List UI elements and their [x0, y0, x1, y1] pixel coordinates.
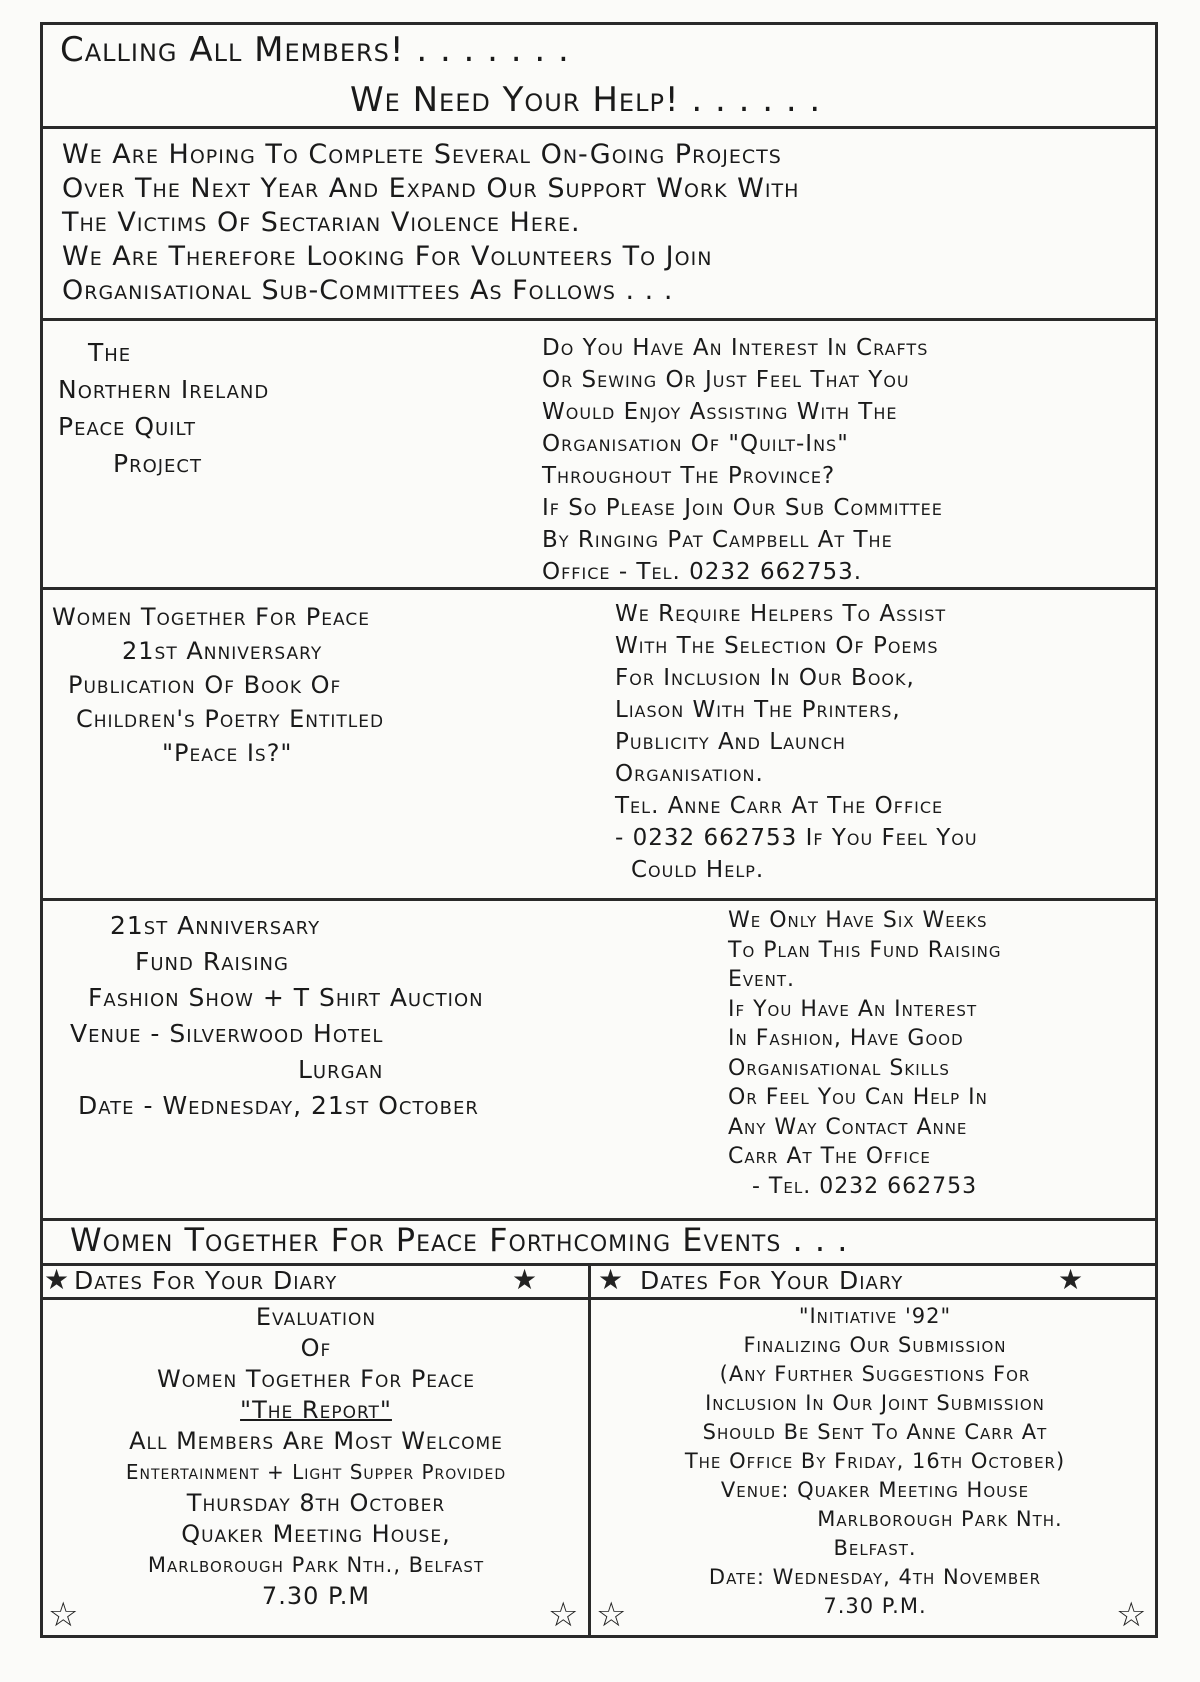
divider: [40, 1218, 1158, 1221]
star-icon: ★: [598, 1263, 624, 1296]
fashion-body-line: To Plan This Fund Raising: [728, 937, 1002, 963]
poetry-title-line: Women Together For Peace: [52, 603, 370, 631]
poetry-body-line: For Inclusion In Our Book,: [615, 665, 915, 691]
poetry-title-line: 21st Anniversary: [122, 637, 323, 665]
star-icon: ★: [1058, 1263, 1084, 1296]
poetry-body-line: Publicity And Launch: [615, 729, 846, 755]
poetry-body-line: Liason With The Printers,: [615, 697, 901, 723]
intro-line: The Victims Of Sectarian Violence Here.: [62, 207, 581, 238]
fashion-title-line: Fund Raising: [135, 947, 289, 976]
event-line: Venue: Quaker Meeting House: [720, 1478, 1030, 1502]
poetry-body-line: Organisation.: [615, 761, 764, 787]
column-divider: [588, 1263, 591, 1638]
quilt-body-line: If So Please Join Our Sub Committee: [542, 495, 943, 521]
quilt-body-line: Do You Have An Interest In Crafts: [542, 335, 929, 361]
fashion-body-line: - Tel. 0232 662753: [752, 1173, 978, 1199]
star-icon: ☆: [596, 1595, 627, 1635]
star-icon: ☆: [548, 1595, 579, 1635]
quilt-body: Do You Have An Interest In Crafts Or Sewi…: [542, 332, 943, 588]
star-icon: ☆: [48, 1595, 79, 1635]
diary-label-left: Dates For Your Diary: [74, 1266, 338, 1295]
divider: [40, 587, 1158, 590]
quilt-title-line: Northern Ireland: [58, 375, 270, 404]
intro-line: We Are Hoping To Complete Several On-Goi…: [62, 139, 782, 170]
poetry-body-line: Could Help.: [631, 857, 765, 883]
fashion-body: We Only Have Six Weeks To Plan This Fund …: [728, 906, 1002, 1201]
quilt-title-line: The: [88, 338, 132, 367]
report-title: "The Report": [240, 1396, 392, 1424]
quilt-body-line: By Ringing Pat Campbell At The: [542, 527, 893, 553]
event-line: Evaluation: [255, 1303, 377, 1331]
divider: [40, 126, 1158, 129]
header-line-1: Calling All Members! . . . . . . .: [60, 30, 570, 70]
fashion-title-line: Lurgan: [298, 1055, 384, 1084]
event-line: "Initiative '92": [798, 1304, 952, 1328]
fashion-body-line: Event.: [728, 967, 796, 992]
fashion-title-line: Venue - Silverwood Hotel: [70, 1019, 384, 1048]
event-line: (Any Further Suggestions For: [719, 1362, 1031, 1386]
quilt-body-line: Or Sewing Or Just Feel That You: [542, 367, 910, 393]
initiative-event: "Initiative '92" Finalizing Our Submissio…: [592, 1302, 1158, 1621]
event-line: Belfast.: [833, 1536, 917, 1560]
divider: [40, 1297, 1158, 1300]
poetry-title-line: Publication Of Book Of: [68, 671, 342, 699]
intro-text: We Are Hoping To Complete Several On-Goi…: [62, 138, 799, 308]
fashion-body-line: Organisational Skills: [728, 1055, 950, 1081]
intro-line: We Are Therefore Looking For Volunteers …: [62, 241, 713, 272]
event-line: Inclusion In Our Joint Submission: [705, 1391, 1045, 1415]
poetry-title: Women Together For Peace 21st Anniversary…: [52, 600, 384, 770]
quilt-body-line: Would Enjoy Assisting With The: [542, 399, 898, 425]
page-border: [40, 22, 1158, 1638]
event-line: Thursday 8th October: [186, 1489, 446, 1517]
event-line: 7.30 P.M.: [823, 1594, 927, 1618]
poetry-title-line: Children's Poetry Entitled: [76, 705, 385, 733]
poetry-body-line: Tel. Anne Carr At The Office: [615, 793, 944, 819]
divider: [40, 318, 1158, 321]
event-line: The Office By Friday, 16th October): [684, 1449, 1066, 1473]
event-line: Quaker Meeting House,: [181, 1520, 451, 1548]
event-line: Women Together For Peace: [157, 1365, 475, 1393]
quilt-body-line: Throughout The Province?: [542, 463, 836, 489]
diary-label-right: Dates For Your Diary: [640, 1266, 904, 1295]
fashion-title-line: Date - Wednesday, 21st October: [78, 1091, 479, 1120]
poetry-title-line: "Peace Is?": [162, 739, 293, 767]
quilt-title-line: Peace Quilt: [58, 412, 197, 441]
fashion-title-line: 21st Anniversary: [110, 911, 321, 940]
fashion-body-line: Carr At The Office: [728, 1144, 931, 1169]
fashion-title-line: Fashion Show + T Shirt Auction: [88, 983, 484, 1012]
event-line: Marlborough Park Nth., Belfast: [147, 1553, 485, 1577]
fashion-body-line: If You Have An Interest: [728, 996, 978, 1022]
fashion-body-line: Any Way Contact Anne: [728, 1114, 968, 1140]
header-line-2: We Need Your Help! . . . . . .: [350, 80, 822, 120]
fashion-body-line: Or Feel You Can Help In: [728, 1085, 988, 1110]
event-line: Marlborough Park Nth.: [817, 1507, 1063, 1531]
event-line: All Members Are Most Welcome: [129, 1427, 503, 1455]
star-icon: ☆: [1116, 1595, 1147, 1635]
event-line: Finalizing Our Submission: [743, 1333, 1007, 1357]
event-line: 7.30 P.M: [261, 1582, 371, 1610]
event-line: Of: [300, 1334, 332, 1362]
star-icon: ★: [512, 1263, 538, 1296]
intro-line: Over The Next Year And Expand Our Suppor…: [62, 173, 800, 204]
fashion-body-line: In Fashion, Have Good: [728, 1026, 964, 1051]
divider: [40, 1263, 1158, 1266]
star-icon: ★: [44, 1263, 70, 1296]
quilt-body-line: Office - Tel. 0232 662753.: [542, 559, 863, 585]
event-line: Date: Wednesday, 4th November: [708, 1565, 1042, 1589]
events-heading: Women Together For Peace Forthcoming Eve…: [70, 1221, 849, 1259]
divider: [40, 898, 1158, 901]
poetry-body-line: With The Selection Of Poems: [615, 633, 939, 659]
intro-line: Organisational Sub-Committees As Follows…: [62, 275, 674, 306]
event-line: Should Be Sent To Anne Carr At: [702, 1420, 1048, 1444]
event-line: Entertainment + Light Supper Provided: [125, 1460, 507, 1484]
poetry-body-line: - 0232 662753 If You Feel You: [615, 825, 978, 851]
fashion-body-line: We Only Have Six Weeks: [728, 908, 988, 933]
quilt-body-line: Organisation Of "Quilt-Ins": [542, 431, 849, 457]
poetry-body-line: We Require Helpers To Assist: [615, 601, 947, 627]
quilt-title-line: Project: [113, 449, 202, 478]
